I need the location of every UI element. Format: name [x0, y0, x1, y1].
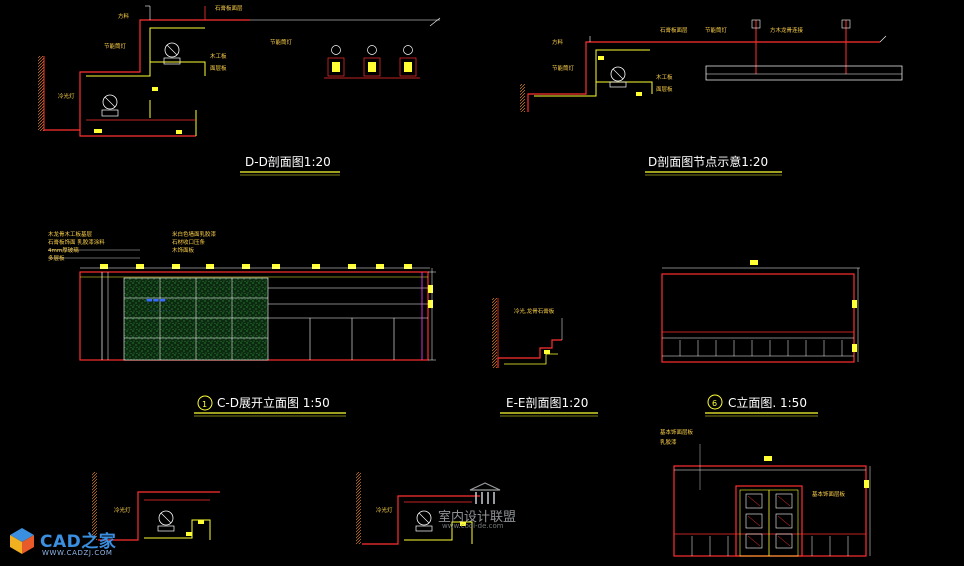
cad-brand-text: CAD之家	[40, 532, 117, 552]
svg-text:· · · · · · ·: · · · · · · ·	[150, 308, 171, 314]
dd-wood-label: 木工板	[210, 52, 227, 60]
dd-finish-label: 面层板	[210, 64, 227, 72]
bottom-right-elevation-drawing: 基本饰面层板 乳胶漆 基本饰面层板	[660, 428, 871, 557]
c-elevation-title: C立面图. 1:50	[728, 395, 807, 410]
ee-section-title: E-E剖面图1:20	[506, 396, 588, 410]
cd-note-1: 木龙骨木工板基层	[48, 230, 93, 238]
c-elevation-drawing	[661, 260, 860, 363]
cd-title-marker-number: 1	[202, 400, 207, 409]
d-node-title: D剖面图节点示意1:20	[648, 154, 768, 169]
cd-note-5: 米白色墙面乳胶漆	[172, 230, 217, 238]
cd-elevation-title: C-D展开立面图 1:50	[217, 395, 330, 410]
dn-right-label: 方木龙骨连接	[770, 26, 804, 34]
dn-top2-label: 节能筒灯	[705, 26, 728, 34]
dd-section-drawing: 石膏板面层 方料 节能筒灯 节能筒灯 木工板 面层板 冷光灯	[38, 4, 441, 137]
svg-text:▬▬▬: ▬▬▬	[146, 296, 166, 304]
cd-note-6: 石材收口压条	[172, 238, 206, 246]
center-brand-url: www.cool-de.com	[442, 522, 504, 530]
bottom-middle-section-drawing: 冷光灯	[356, 472, 480, 545]
cd-note-4: 多层板	[48, 254, 65, 262]
center-brand-watermark: 室内设计联盟 www.cool-de.com	[438, 482, 588, 530]
cd-title-marker	[197, 395, 213, 411]
c-note-2: 乳胶漆	[660, 438, 677, 446]
building-logo-icon	[469, 482, 501, 504]
dn-top1-label: 石膏板面层	[660, 26, 688, 34]
dn-wood-label: 木工板	[656, 73, 673, 81]
c-title-marker-number: 6	[712, 399, 717, 408]
dn-light-label: 节能筒灯	[552, 64, 575, 72]
cd-note-7: 木饰面板	[172, 246, 195, 254]
c-note-1: 基本饰面层板	[660, 428, 694, 436]
cd-elevation-drawing: ▬▬▬ · · · · · · · 木龙骨木工板基层 石膏板饰面 乳胶漆涂料 4…	[48, 230, 436, 361]
cad-brand-watermark: CAD之家 WWW.CADZJ.COM	[4, 524, 144, 564]
dd-left-label: 方料	[118, 12, 130, 20]
cd-note-3: 4mm厚玻璃	[48, 246, 79, 254]
c-title-marker	[707, 394, 723, 410]
dd-cold-light-label: 冷光灯	[58, 92, 75, 100]
bm-light-label: 冷光灯	[376, 506, 393, 514]
d-node-drawing: 方料 石膏板面层 节能筒灯 方木龙骨连接 节能筒灯 木工板 面层板	[520, 19, 903, 112]
dd-ceiling-light-label: 节能筒灯	[270, 38, 293, 46]
dd-downlight-label: 节能筒灯	[104, 42, 127, 50]
dn-finish-label: 面层板	[656, 85, 673, 93]
c-note-3: 基本饰面层板	[812, 490, 846, 498]
cad-brand-url: WWW.CADZJ.COM	[42, 549, 113, 557]
dn-left-label: 方料	[552, 38, 564, 46]
ee-section-drawing: 冷光,龙骨石膏板	[492, 298, 563, 368]
cd-note-2: 石膏板饰面 乳胶漆涂料	[48, 238, 105, 246]
cube-logo-icon	[10, 528, 34, 554]
dd-section-title: D-D剖面图1:20	[245, 155, 331, 169]
ee-note: 冷光,龙骨石膏板	[514, 307, 555, 315]
center-brand-text: 室内设计联盟	[438, 510, 517, 525]
bottom-left-section-drawing: 冷光灯	[92, 472, 220, 541]
dd-top-label: 石膏板面层	[215, 4, 243, 12]
bl-light-label: 冷光灯	[114, 506, 131, 514]
